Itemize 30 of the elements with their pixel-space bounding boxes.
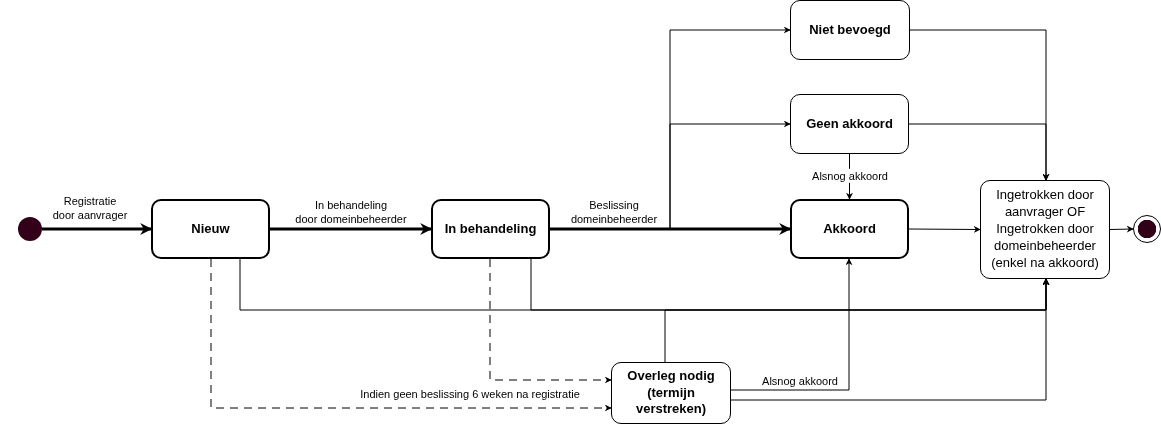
state-box bbox=[611, 362, 731, 424]
state-box bbox=[790, 0, 910, 60]
state-box bbox=[151, 199, 270, 259]
state-name: Ingetrokken door aanvrager OF Ingetrokken door domeinbeheerder (enkel na akkoord) bbox=[990, 187, 1100, 272]
state-name: In behandeling bbox=[444, 220, 537, 238]
transition-arrow bbox=[42, 223, 153, 235]
final-state-circle bbox=[1133, 215, 1161, 243]
state-name: Niet bevoegd bbox=[809, 21, 891, 39]
transition-arrow bbox=[908, 123, 1050, 181]
state-name: Nieuw bbox=[191, 220, 230, 238]
state-name: Geen akkoord bbox=[806, 115, 893, 133]
transition-arrow bbox=[270, 223, 433, 235]
state-box bbox=[790, 199, 909, 259]
edge-label: Beslissing domeinbeheerder bbox=[569, 197, 659, 227]
transition-arrow bbox=[908, 225, 981, 233]
transition-arrow bbox=[1109, 225, 1134, 233]
edge-label: Alsnog akkoord bbox=[811, 168, 889, 184]
initial-state-circle bbox=[18, 217, 42, 241]
state-box bbox=[790, 94, 909, 154]
state-box bbox=[980, 180, 1110, 279]
transition-arrow bbox=[489, 258, 612, 384]
transition-arrow bbox=[550, 223, 792, 235]
state-box bbox=[431, 199, 550, 259]
state-name: Akkoord bbox=[823, 220, 876, 238]
transition-arrow bbox=[210, 258, 612, 412]
transition-arrow bbox=[730, 278, 1050, 401]
state-name: Overleg nodig (termijn verstreken) bbox=[626, 367, 716, 419]
transition-arrow bbox=[730, 258, 853, 391]
edge-label: Registratie door aanvrager bbox=[51, 193, 129, 223]
edge-label: In behandeling door domeinbeheerder bbox=[294, 197, 408, 227]
